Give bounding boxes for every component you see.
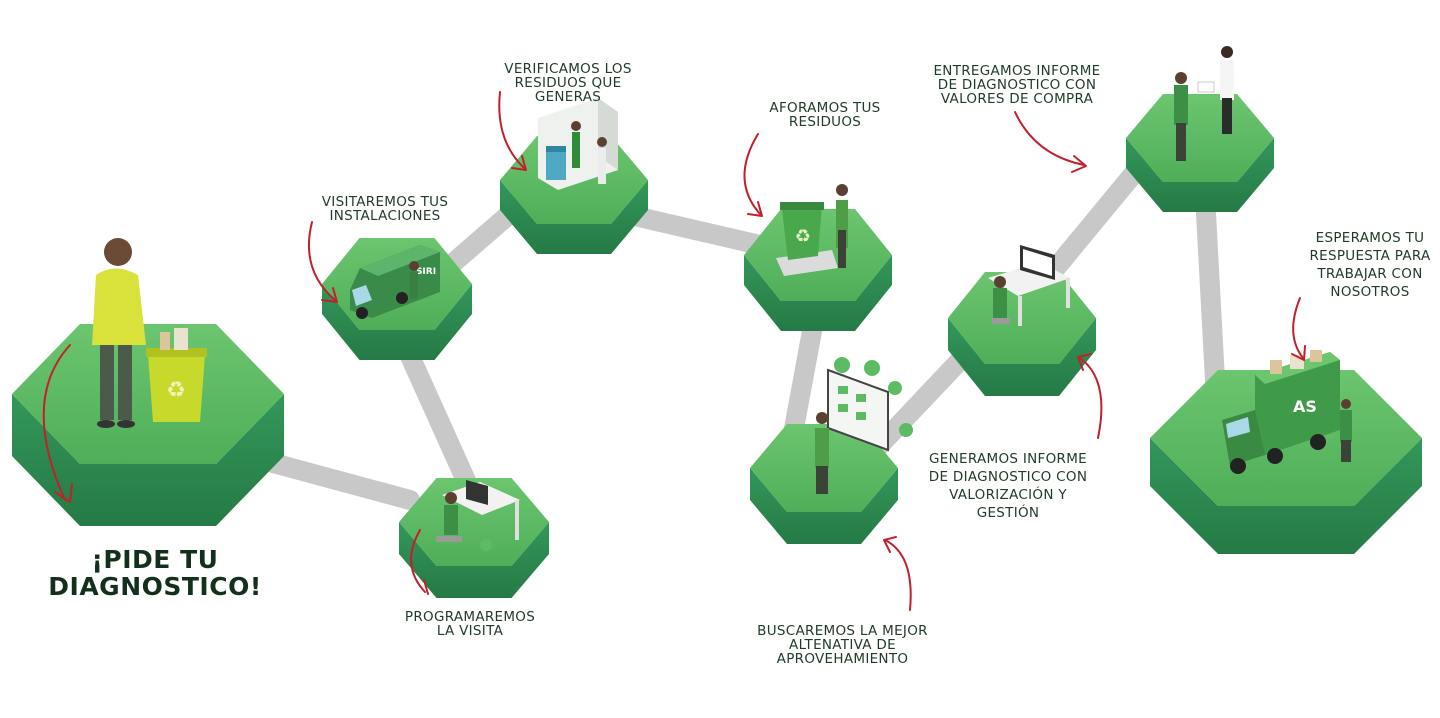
step-label-generamos: GENERAMOS INFORME DE DIAGNOSTICO CON VAL…	[918, 450, 1098, 522]
van-brand: SIRI	[416, 267, 436, 277]
step-label-aforamos: AFORAMOS TUS RESIDUOS	[745, 101, 905, 129]
connector-1	[262, 460, 410, 500]
step-label-esperamos: ESPERAMOS TU RESPUESTA PARA TRABAJAR CON…	[1300, 229, 1440, 301]
svg-text:♻: ♻	[166, 378, 186, 403]
arrow-entregamos	[1015, 112, 1084, 165]
arrow-esperamos	[1293, 298, 1303, 358]
step-label-entregamos: ENTREGAMOS INFORME DE DIAGNOSTICO CON VA…	[912, 64, 1122, 106]
connector-7	[1050, 160, 1145, 275]
step-label-buscaremos: BUSCAREMOS LA MEJOR ALTENATIVA DE APROVE…	[735, 624, 950, 666]
platform-entregamos	[1126, 94, 1274, 212]
cta-line-2: DIAGNOSTICO!	[35, 573, 275, 600]
svg-text:♻: ♻	[795, 226, 811, 247]
step-label-verificamos: VERIFICAMOS LOS RESIDUOS QUE GENERAS	[478, 62, 658, 104]
connector-2	[405, 345, 468, 485]
waste-inspection-scene-icon	[538, 98, 618, 190]
step-label-programaremos: PROGRAMAREMOS LA VISITA	[385, 610, 555, 638]
truck-brand: AS	[1293, 397, 1317, 416]
connector-4	[630, 215, 760, 245]
connector-8	[1205, 195, 1215, 380]
step-label-visitaremos: VISITAREMOS TUS INSTALACIONES	[300, 195, 470, 223]
connector-6	[880, 355, 965, 445]
cta-line-1: ¡PIDE TU	[35, 546, 275, 573]
cta-title: ¡PIDE TU DIAGNOSTICO!	[35, 546, 275, 600]
